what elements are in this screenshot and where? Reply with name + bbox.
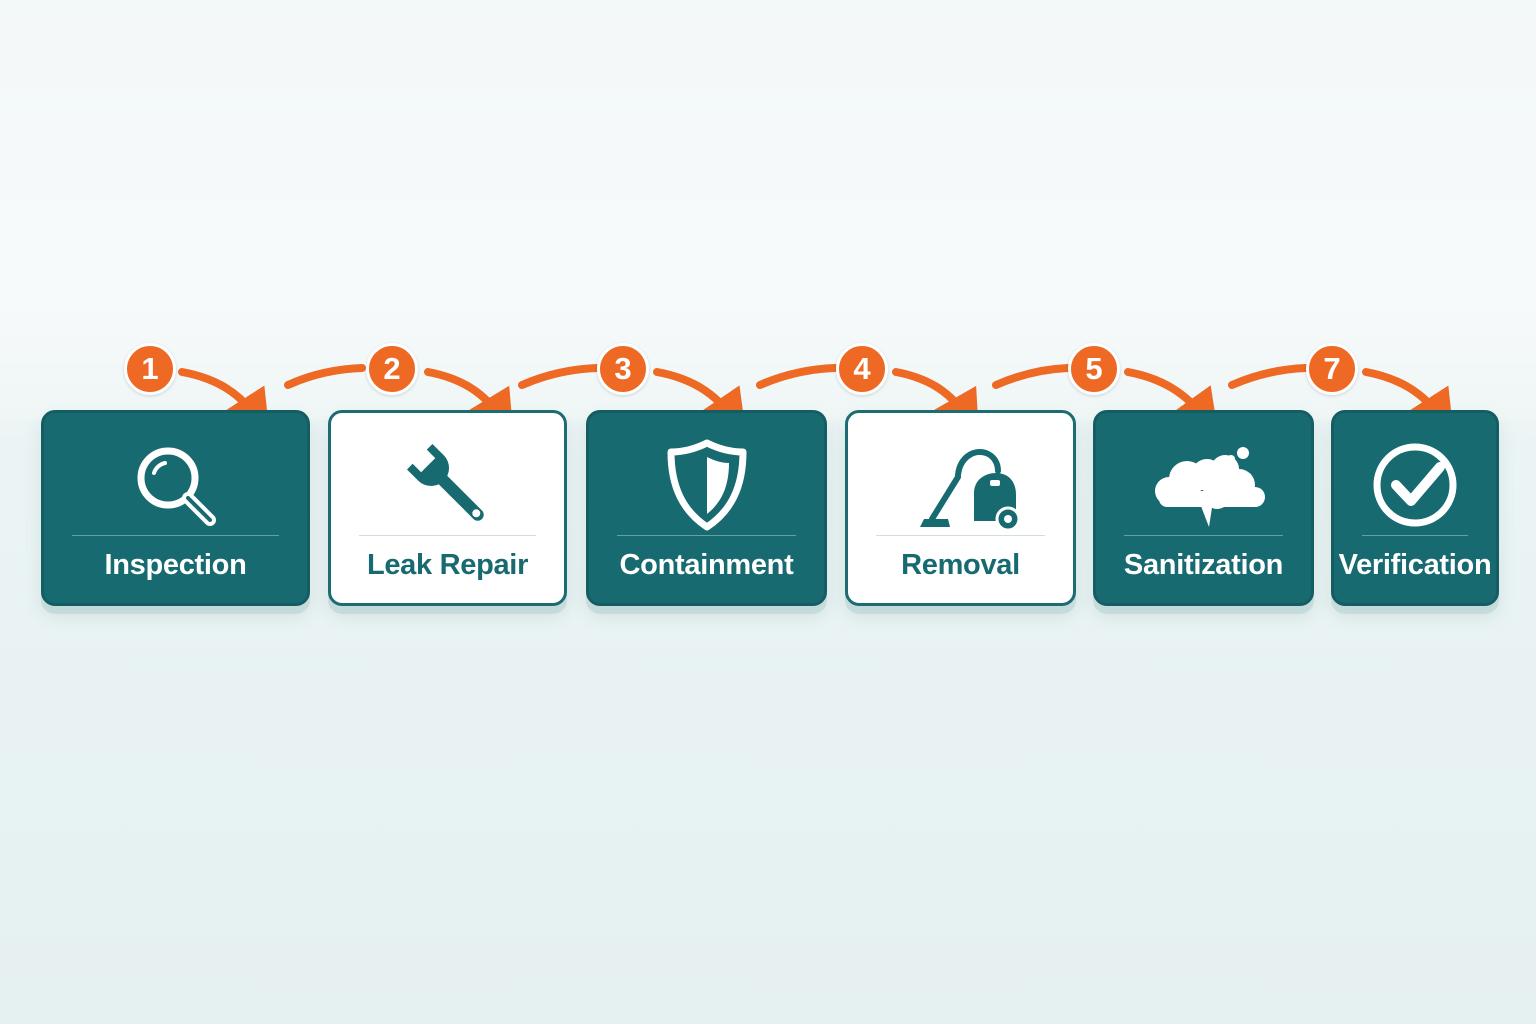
card-divider bbox=[617, 535, 796, 536]
step-card-leak-repair: Leak Repair bbox=[328, 410, 567, 606]
card-divider bbox=[876, 535, 1045, 536]
arrow-lead-5 bbox=[992, 364, 1072, 389]
step-label: Containment bbox=[619, 549, 794, 581]
step-number-badge: 7 bbox=[1306, 343, 1358, 395]
step-number-badge: 1 bbox=[124, 343, 176, 395]
step-number-badge: 3 bbox=[597, 343, 649, 395]
step-label: Verification bbox=[1338, 549, 1492, 581]
step-card-removal: Removal bbox=[845, 410, 1076, 606]
step-label: Removal bbox=[901, 549, 1020, 581]
vacuum-icon bbox=[848, 435, 1073, 535]
card-divider bbox=[72, 535, 279, 536]
check-circle-icon bbox=[1334, 435, 1496, 535]
wrench-icon bbox=[331, 435, 564, 535]
step-label: Sanitization bbox=[1123, 549, 1284, 581]
step-card-verification: Verification bbox=[1331, 410, 1499, 606]
step-label: Leak Repair bbox=[366, 549, 529, 581]
step-number-badge: 4 bbox=[836, 343, 888, 395]
shield-icon bbox=[589, 435, 824, 535]
cloud-icon bbox=[1096, 435, 1311, 535]
card-divider bbox=[1362, 535, 1468, 536]
step-card-sanitization: Sanitization bbox=[1093, 410, 1314, 606]
card-divider bbox=[359, 535, 536, 536]
step-card-containment: Containment bbox=[586, 410, 827, 606]
step-card-inspection: Inspection bbox=[41, 410, 310, 606]
step-label: Inspection bbox=[104, 549, 247, 581]
step-number-badge: 2 bbox=[366, 343, 418, 395]
magnifier-icon bbox=[44, 435, 307, 535]
arrow-lead-2 bbox=[284, 364, 366, 389]
arrow-lead-4 bbox=[756, 364, 839, 389]
step-number-badge: 5 bbox=[1068, 343, 1120, 395]
arrow-lead-7 bbox=[1228, 364, 1310, 389]
arrow-lead-3 bbox=[518, 364, 601, 389]
card-divider bbox=[1124, 535, 1283, 536]
